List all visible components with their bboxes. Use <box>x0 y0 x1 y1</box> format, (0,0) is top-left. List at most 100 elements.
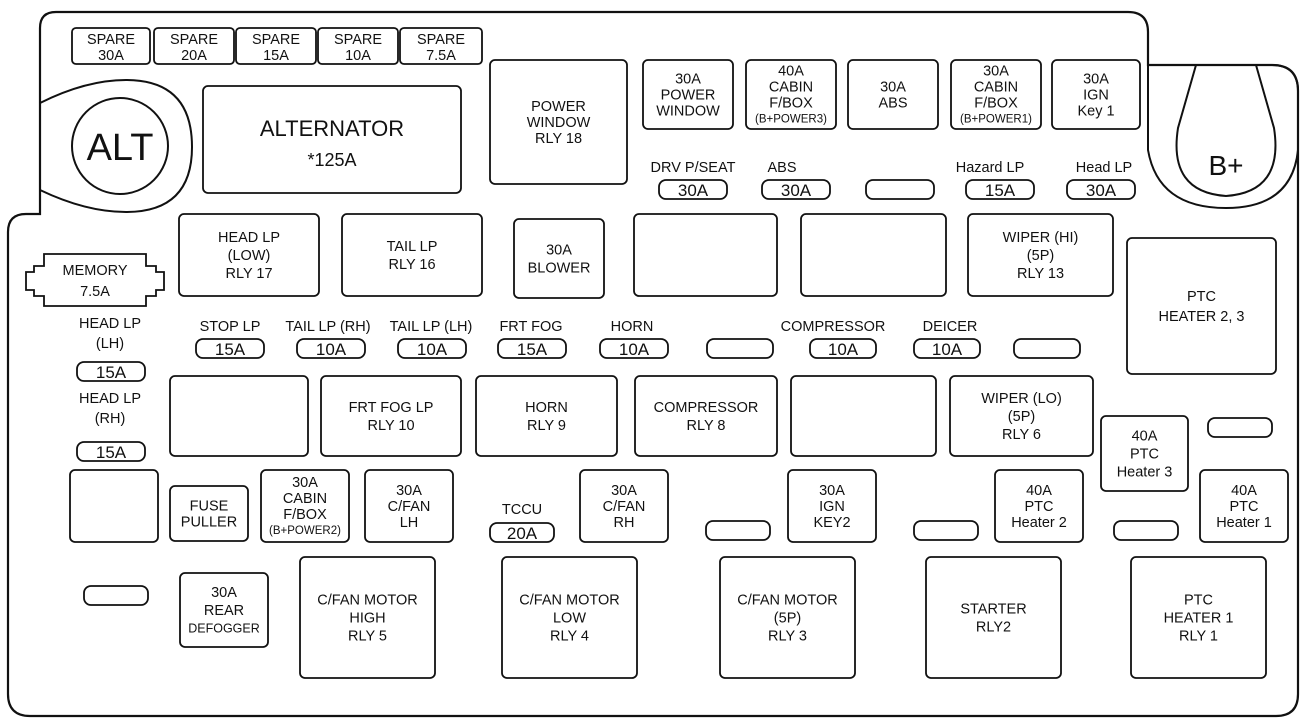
top-box-6 <box>1051 59 1141 130</box>
relay-row1-1-line: RLY 17 <box>225 266 272 282</box>
bottom-box-3-line: LOW <box>553 611 586 627</box>
bottom-box-3 <box>501 556 638 679</box>
bottom-box-2-line: RLY 5 <box>348 629 387 645</box>
blank-fuse-1 <box>705 520 771 541</box>
relay-row2-6-line: WIPER (LO) <box>981 391 1062 407</box>
relay-row1-3-line: 30A <box>546 243 572 259</box>
relay-row1-1 <box>178 213 320 297</box>
head-lp-fuse-label: HEAD LP <box>79 391 141 407</box>
mid-fuse-1 <box>195 338 265 359</box>
mid-fuse-1-rating: 15A <box>215 340 246 359</box>
top-box-5 <box>950 59 1042 130</box>
bottom-box-1-line: DEFOGGER <box>188 622 260 636</box>
top-box-3-line: (B+POWER3) <box>755 114 827 126</box>
alternator-label: ALTERNATOR <box>260 116 404 141</box>
spare-fuse-2 <box>153 27 235 65</box>
row3-box-8-line: 40A <box>1231 483 1257 499</box>
tccu-fuse-label: TCCU <box>502 502 542 518</box>
head-lp-fuse-label: HEAD LP <box>79 316 141 332</box>
mid-fuse-2-label: TAIL LP (RH) <box>285 319 370 335</box>
row3-box-4 <box>364 469 454 543</box>
blank-fuse-3 <box>1113 520 1179 541</box>
top-box-2-line: WINDOW <box>656 104 720 120</box>
spare-fuse-rating: 15A <box>263 48 289 64</box>
bottom-box-1-line: REAR <box>204 603 244 619</box>
top-box-6-line: Key 1 <box>1077 104 1114 120</box>
relay-row2-4 <box>634 375 778 457</box>
top-box-3 <box>745 59 837 130</box>
blank-fuse-4 <box>83 585 149 606</box>
top-box-2 <box>642 59 734 130</box>
top-box-1-line: POWER <box>531 99 586 115</box>
row3-box-2-line: PULLER <box>181 515 237 531</box>
top-fuse-2-label: ABS <box>767 160 796 176</box>
row3-box-7-line: 40A <box>1026 483 1052 499</box>
spare-fuse-rating: 30A <box>98 48 124 64</box>
mid-fuse-6 <box>706 338 774 359</box>
bplus-terminal-body <box>1175 64 1277 198</box>
top-box-4-line: 30A <box>880 80 906 96</box>
bottom-box-6-line: HEATER 1 <box>1164 611 1234 627</box>
relay-row2-6 <box>949 375 1094 457</box>
row3-box-6-line: KEY2 <box>813 515 850 531</box>
spare-fuse-rating: 7.5A <box>426 48 456 64</box>
row3-box-8-line: PTC <box>1230 499 1259 515</box>
bottom-box-4-line: RLY 3 <box>768 629 807 645</box>
row3-box-3 <box>260 469 350 543</box>
ptc-heater-23-block <box>1126 237 1277 375</box>
mid-fuse-4-rating: 15A <box>517 340 548 359</box>
relay-row2-3-line: HORN <box>525 400 568 416</box>
head-lp-fuse-rating: 15A <box>96 363 127 382</box>
tccu-fuse-rating: 20A <box>507 524 538 543</box>
mid-fuse-3-label: TAIL LP (LH) <box>390 319 473 335</box>
top-fuse-5-rating: 30A <box>1086 181 1117 200</box>
ptc-heater-23-block-line: HEATER 2, 3 <box>1159 309 1245 325</box>
bottom-box-3-line: RLY 4 <box>550 629 589 645</box>
bplus-terminal-outline <box>1147 64 1299 210</box>
mid-fuse-7 <box>809 338 877 359</box>
row3-box-3-line: CABIN <box>283 491 327 507</box>
mid-fuse-7-rating: 10A <box>828 340 859 359</box>
top-box-3-line: CABIN <box>769 80 813 96</box>
relay-row2-3 <box>475 375 618 457</box>
spare-fuse-rating: 10A <box>345 48 371 64</box>
spare-fuse-1 <box>71 27 151 65</box>
top-box-5-line: 30A <box>983 64 1009 80</box>
relay-row2-4-line: RLY 8 <box>687 418 726 434</box>
bottom-box-1 <box>179 572 269 648</box>
relay-row1-5 <box>800 213 947 297</box>
bottom-box-6-line: PTC <box>1184 593 1213 609</box>
top-box-1 <box>489 59 628 185</box>
bottom-box-4-line: (5P) <box>774 611 801 627</box>
bottom-box-3-line: C/FAN MOTOR <box>519 593 619 609</box>
row3-box-7-line: Heater 2 <box>1011 515 1067 531</box>
mid-fuse-5 <box>599 338 669 359</box>
bottom-box-1-line: 30A <box>211 585 237 601</box>
relay-row1-2-line: TAIL LP <box>387 239 438 255</box>
relay-row1-3-line: BLOWER <box>528 261 591 277</box>
mid-fuse-4 <box>497 338 567 359</box>
row3-box-3-line: 30A <box>292 475 318 491</box>
top-fuse-5 <box>1066 179 1136 200</box>
row3-box-8-line: Heater 1 <box>1216 515 1272 531</box>
mid-fuse-1-label: STOP LP <box>200 319 261 335</box>
spare-fuse-name: SPARE <box>334 32 382 48</box>
relay-row1-2-line: RLY 16 <box>388 257 435 273</box>
relay-row2-2-line: FRT FOG LP <box>349 400 434 416</box>
relay-row1-6 <box>967 213 1114 297</box>
spare-fuse-4 <box>317 27 399 65</box>
ptc-heater3-fuse-line: PTC <box>1130 447 1159 463</box>
alt-terminal-outline <box>39 78 194 214</box>
spare-fuse-rating: 20A <box>181 48 207 64</box>
row3-box-5-line: RH <box>614 515 635 531</box>
row3-box-2-line: FUSE <box>190 499 229 515</box>
top-box-6-line: IGN <box>1083 88 1109 104</box>
spare-fuse-name: SPARE <box>170 32 218 48</box>
head-lp-fuse-label: (LH) <box>96 336 124 352</box>
alternator-block <box>202 85 462 194</box>
row3-box-1 <box>69 469 159 543</box>
ptc-heater3-fuse-line: Heater 3 <box>1117 465 1173 481</box>
row3-box-6 <box>787 469 877 543</box>
alternator-rating: *125A <box>307 150 356 170</box>
alt-terminal-circle <box>71 97 169 195</box>
